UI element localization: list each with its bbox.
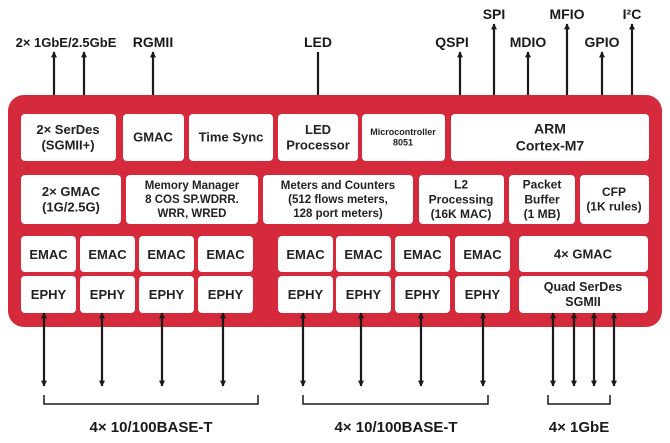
block-emac-5: [278, 236, 333, 272]
label-spi: SPI: [483, 6, 506, 22]
block-led-processor: [278, 114, 358, 161]
block-ephy-8: [455, 276, 510, 313]
block-emac-7: [395, 236, 450, 272]
text-serdes-2: (SGMII+): [41, 138, 94, 153]
emac-label-4: EMAC: [206, 247, 245, 262]
text-microcontroller-1: Microcontroller: [370, 127, 436, 137]
label-rgmii: RGMII: [133, 34, 173, 50]
ephy-label-5: EPHY: [288, 287, 324, 302]
label-qspi: QSPI: [435, 34, 468, 50]
block-gmac: [123, 114, 184, 161]
bracket-group1: [43, 395, 259, 405]
text-quad-serdes-2: SGMII: [565, 295, 600, 309]
emac-label-3: EMAC: [147, 247, 186, 262]
emac-label-8: EMAC: [463, 247, 502, 262]
bracket-group2: [302, 395, 489, 405]
block-time-sync: [189, 114, 273, 161]
label-group1: 4× 10/100BASE-T: [90, 419, 213, 436]
emac-label-1: EMAC: [29, 247, 68, 262]
block-emac-3: [139, 236, 194, 272]
block-gmac4: [519, 236, 648, 272]
text-cfp-2: (1K rules): [586, 200, 641, 214]
text-time-sync-1: Time Sync: [199, 130, 264, 145]
text-meters-1: Meters and Counters: [281, 180, 395, 192]
block-packet-buffer: [509, 175, 575, 224]
block-memory-manager: [126, 175, 258, 224]
block-emac-1: [21, 236, 76, 272]
text-packet-buffer-2: Buffer: [524, 192, 560, 206]
text-quad-serdes-1: Quad SerDes: [544, 280, 623, 294]
block-meters: [263, 175, 413, 224]
ephy-label-2: EPHY: [90, 287, 126, 302]
label-group3: 4× 1GbE: [549, 419, 609, 436]
block-emac-6: [336, 236, 391, 272]
text-memory-manager-2: 8 COS SP.WDRR.: [145, 194, 239, 206]
text-packet-buffer-1: Packet: [523, 178, 562, 192]
label-serdes-rate: 2× 1GbE/2.5GbE: [16, 35, 117, 50]
ephy-label-4: EPHY: [208, 287, 244, 302]
ephy-label-1: EPHY: [31, 287, 67, 302]
block-emac-2: [80, 236, 135, 272]
text-l2-processing-1: L2: [454, 178, 468, 192]
ephy-label-3: EPHY: [149, 287, 185, 302]
label-led: LED: [304, 34, 332, 50]
text-gmac4-1: 4× GMAC: [554, 247, 613, 262]
block-arm: [451, 114, 649, 161]
text-gmac2-1: 2× GMAC: [42, 184, 101, 199]
emac-label-7: EMAC: [403, 247, 442, 262]
text-memory-manager-3: WRR, WRED: [158, 208, 227, 220]
text-l2-processing-3: (16K MAC): [431, 207, 492, 221]
text-arm-1: ARM: [534, 121, 566, 137]
block-serdes: [21, 114, 116, 161]
emac-label-6: EMAC: [344, 247, 383, 262]
block-ephy-7: [395, 276, 450, 313]
ephy-label-8: EPHY: [465, 287, 501, 302]
block-ephy-3: [139, 276, 194, 313]
block-gmac2: [21, 175, 121, 224]
label-mfio: MFIO: [550, 6, 585, 22]
text-led-processor-1: LED: [305, 122, 331, 137]
label-mdio: MDIO: [510, 34, 547, 50]
block-cfp: [580, 175, 649, 224]
block-ephy-5: [278, 276, 333, 313]
ephy-label-7: EPHY: [405, 287, 441, 302]
text-l2-processing-2: Processing: [429, 192, 494, 206]
block-ephy-6: [336, 276, 391, 313]
text-packet-buffer-3: (1 MB): [524, 207, 561, 221]
text-gmac-1: GMAC: [133, 130, 173, 145]
label-gpio: GPIO: [584, 34, 619, 50]
block-emac-8: [455, 236, 510, 272]
text-meters-3: 128 port meters): [293, 208, 383, 220]
label-group2: 4× 10/100BASE-T: [335, 419, 458, 436]
block-quad-serdes: [519, 276, 648, 313]
text-meters-2: (512 flows meters,: [288, 194, 388, 206]
text-cfp-1: CFP: [602, 185, 626, 199]
emac-label-2: EMAC: [88, 247, 127, 262]
emac-label-5: EMAC: [286, 247, 325, 262]
text-memory-manager-1: Memory Manager: [145, 180, 240, 192]
block-emac-4: [198, 236, 253, 272]
label-i2c: I²C: [623, 6, 642, 22]
text-led-processor-2: Processor: [286, 138, 350, 153]
text-arm-2: Cortex-M7: [516, 138, 585, 154]
block-ephy-2: [80, 276, 135, 313]
block-ephy-4: [198, 276, 253, 313]
block-microcontroller: [362, 114, 445, 161]
bracket-group3: [547, 395, 611, 405]
block-ephy-1: [21, 276, 76, 313]
block-l2-processing: [419, 175, 504, 224]
text-gmac2-2: (1G/2.5G): [42, 200, 100, 215]
text-microcontroller-2: 8051: [393, 138, 413, 148]
text-serdes-1: 2× SerDes: [36, 122, 99, 137]
ephy-label-6: EPHY: [346, 287, 382, 302]
